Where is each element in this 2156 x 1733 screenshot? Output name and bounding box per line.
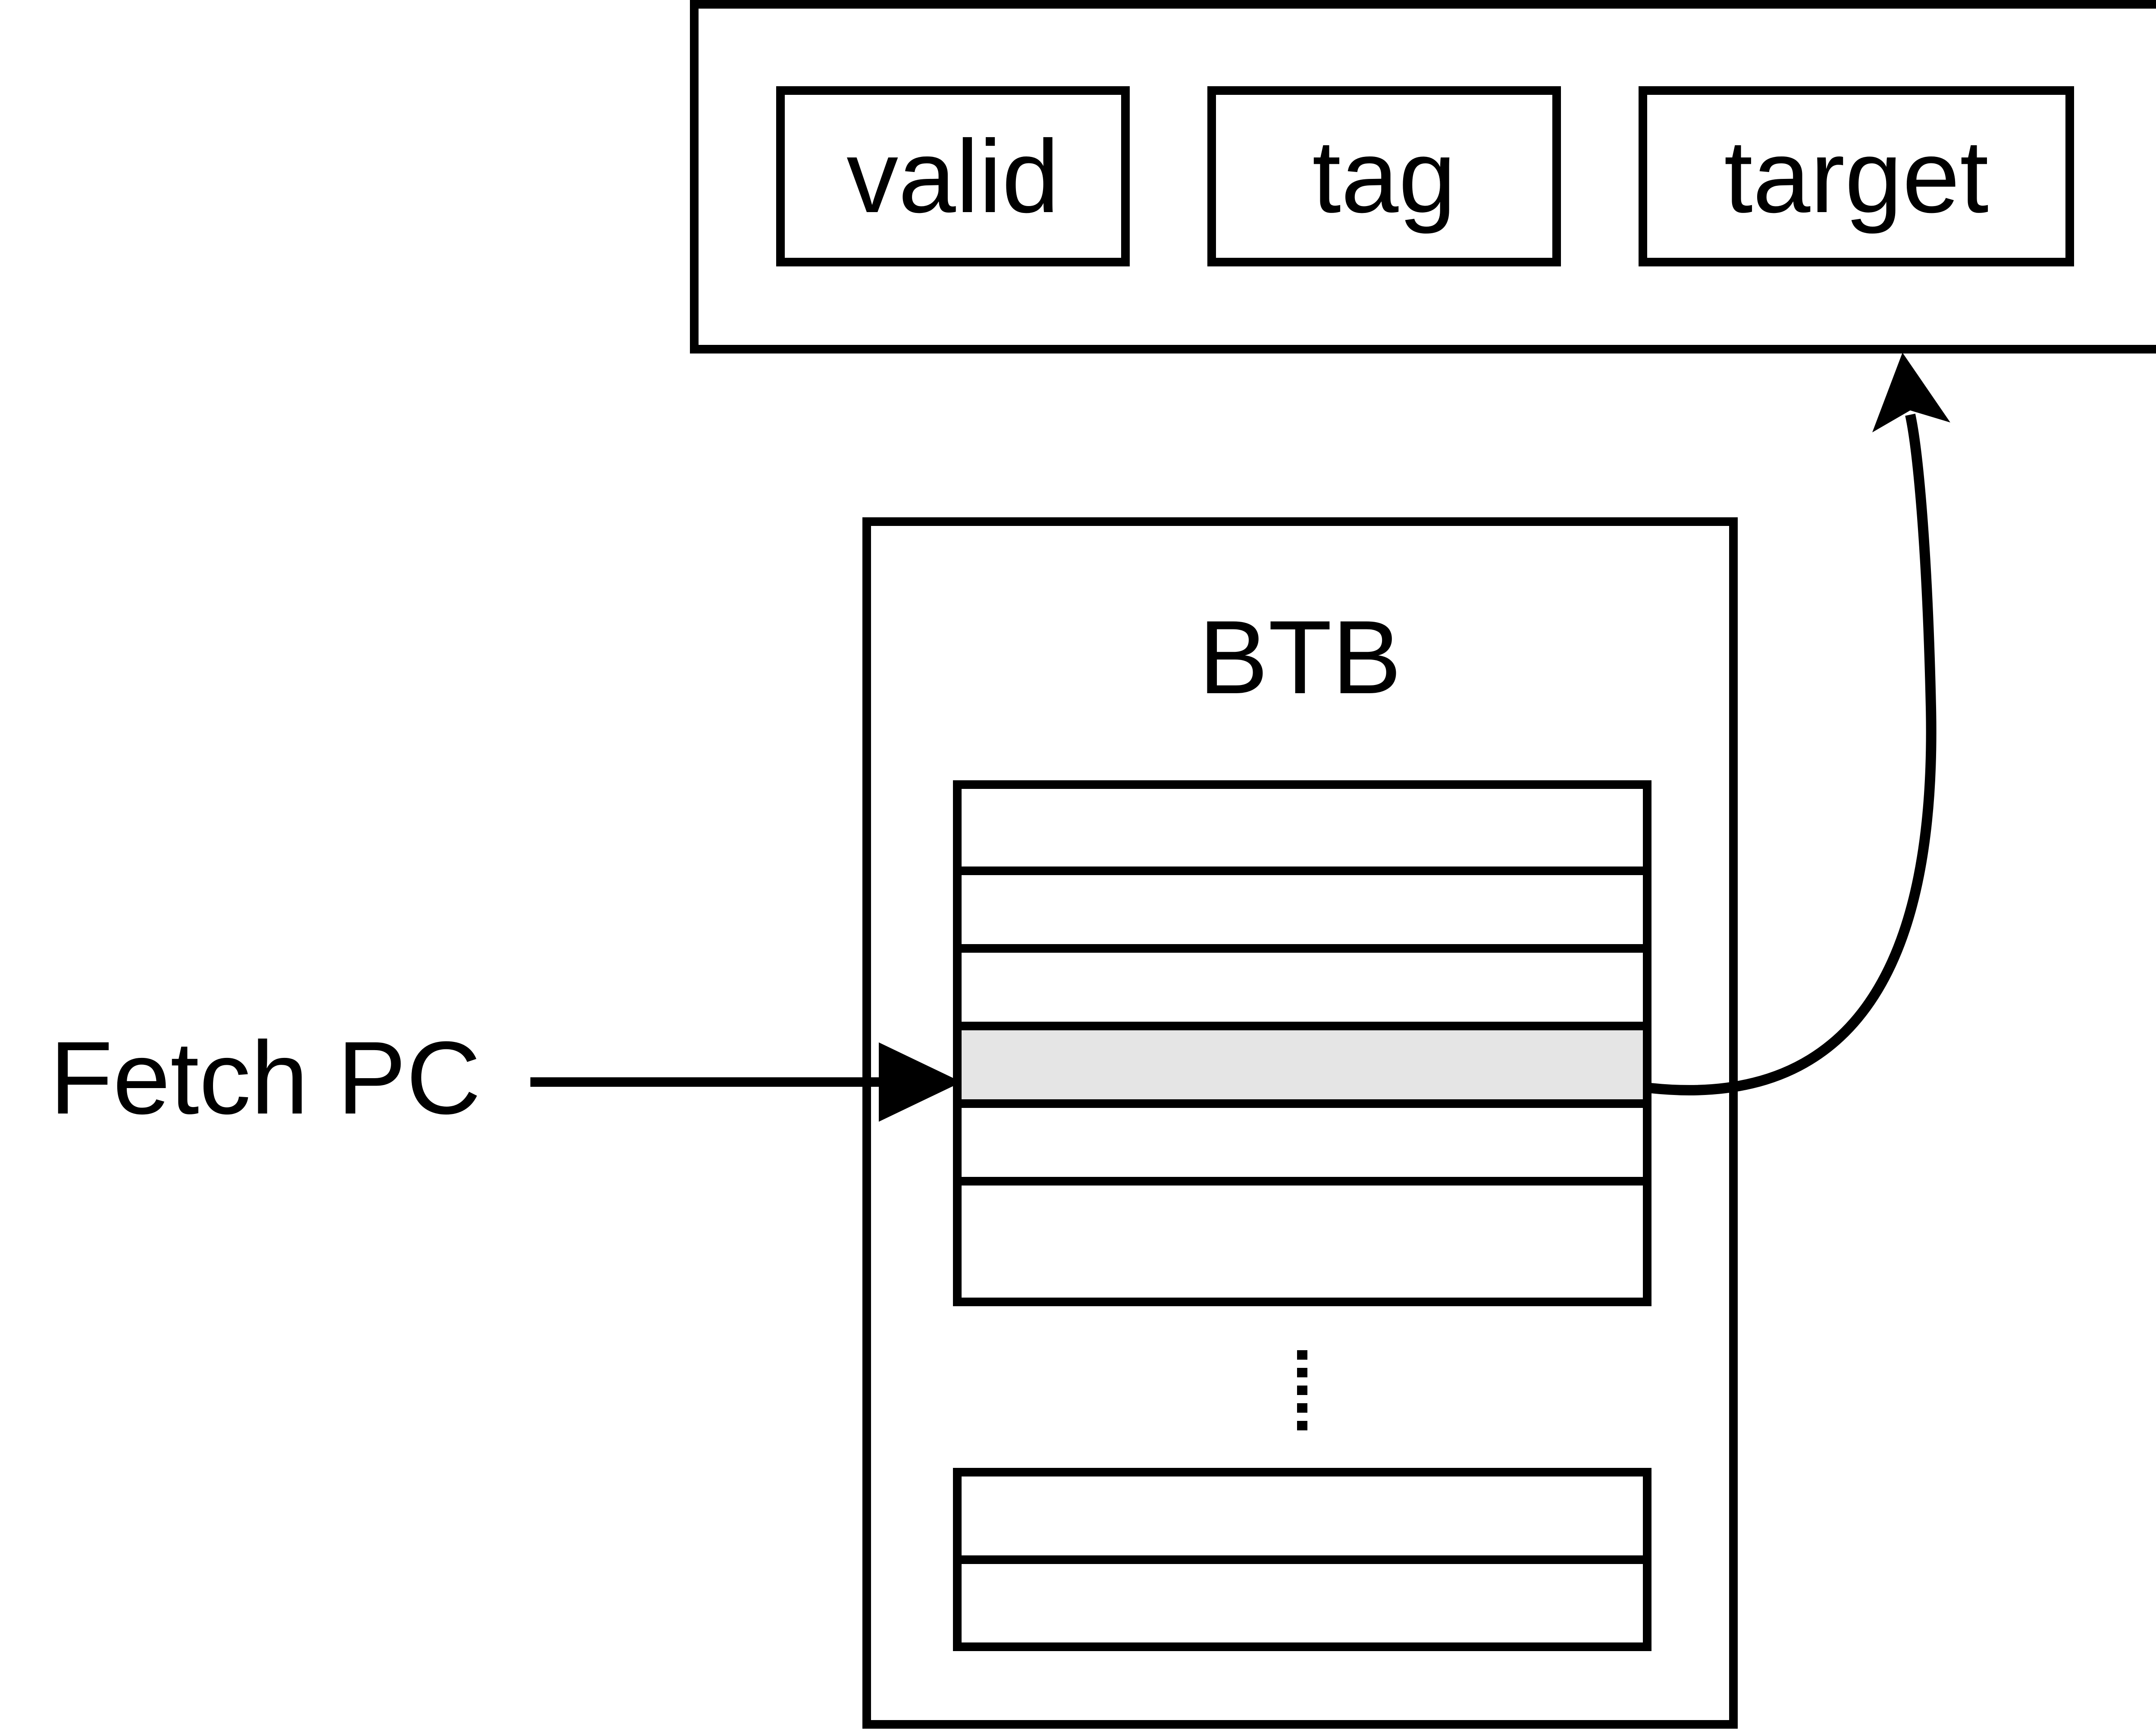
btb-row [962,944,1643,1022]
btb-to-record-arrowhead-icon [1872,353,1950,432]
btb-title: BTB [1198,599,1402,716]
btb-row [962,1177,1643,1254]
ellipsis-dash [1297,1421,1307,1430]
btb-entry-table [953,780,1651,1306]
fetch-pc-label: Fetch PC [50,1020,481,1136]
ellipsis-dash [1297,1368,1307,1377]
field-box-tag: tag [1207,86,1561,266]
field-box-target: target [1639,86,2074,266]
field-label-target: target [1724,119,1989,234]
ellipsis-dash [1297,1403,1307,1413]
btb-row [962,1476,1643,1555]
field-box-valid: valid [776,86,1130,266]
btb-entry-table-bottom [953,1468,1651,1651]
btb-row [962,789,1643,866]
btb-row [962,1099,1643,1177]
btb-row-selected [962,1022,1643,1099]
ellipsis-dash [1297,1386,1307,1395]
ellipsis-dash [1297,1350,1307,1360]
field-label-valid: valid [846,119,1059,234]
btb-row [962,1555,1643,1634]
btb-row [962,866,1643,944]
ellipsis-dots-icon [1297,1350,1307,1430]
field-label-tag: tag [1312,119,1456,234]
